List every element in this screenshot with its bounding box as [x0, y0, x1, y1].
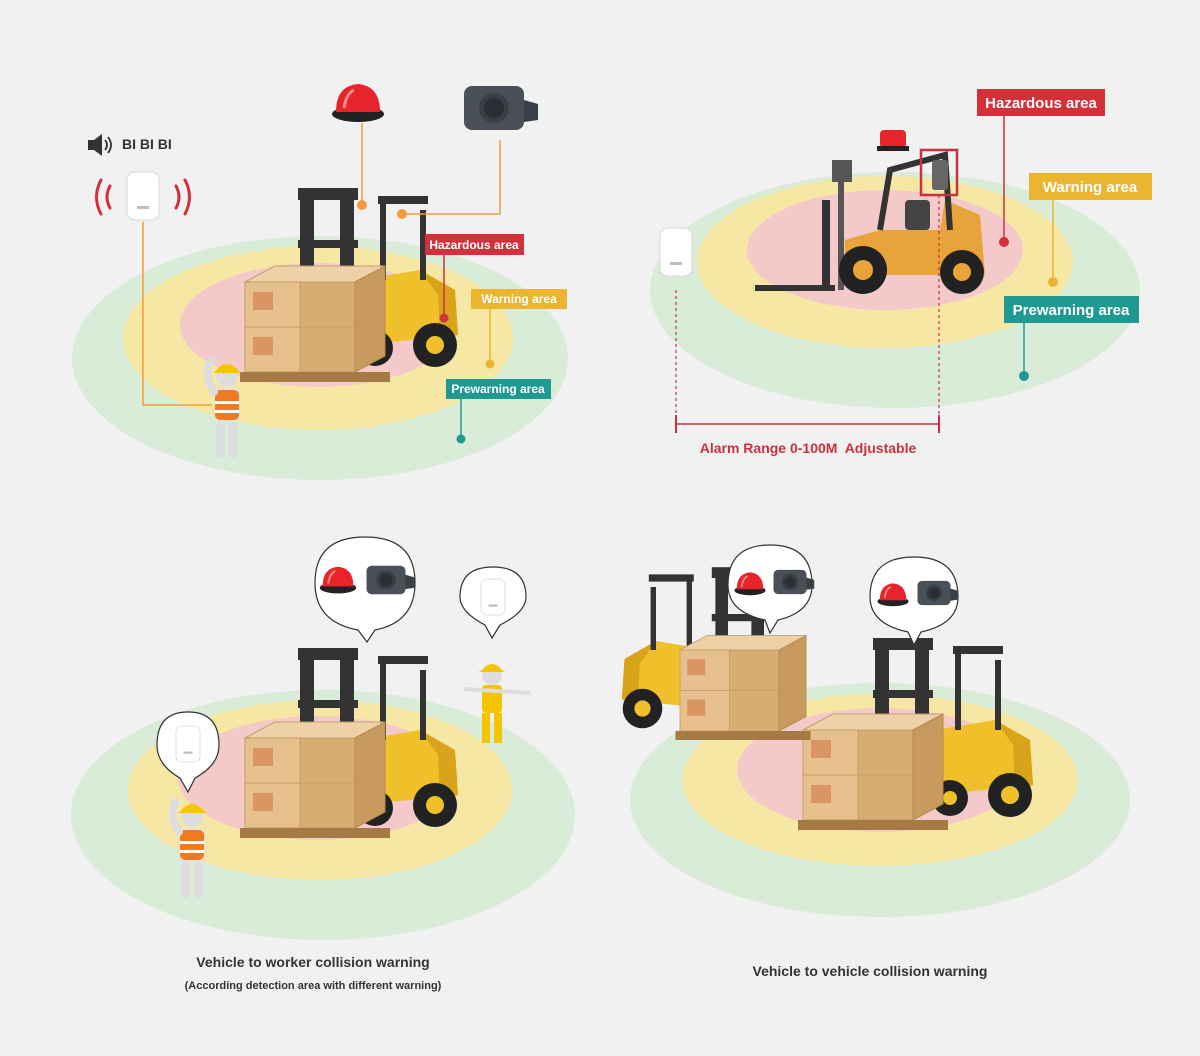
alarm-range-label: Alarm Range 0-100M Adjustable [700, 440, 917, 456]
hazard-area-label: Hazardous area [977, 89, 1105, 247]
alarm-beacon-icon [330, 82, 386, 124]
svg-text:Prewarning area: Prewarning area [1013, 302, 1130, 319]
cardboard-box-icon [675, 635, 811, 741]
wearable-tag-icon [659, 227, 693, 277]
subcaption: (According detection area with different… [185, 980, 442, 992]
cardboard-box-icon [239, 721, 391, 839]
speech-bubble-icon [727, 544, 813, 635]
cardboard-box-icon [797, 713, 949, 831]
speech-bubble-icon [314, 536, 416, 644]
svg-text:Hazardous area: Hazardous area [429, 238, 519, 252]
tag-leader [142, 222, 212, 406]
buzzer-icon [464, 86, 538, 130]
caption: Vehicle to vehicle collision warning [753, 963, 988, 979]
prewarning-area-label: Prewarning area [1004, 296, 1139, 381]
hazard-area-label: Hazardous area [425, 234, 524, 323]
buzzer-leader [402, 140, 501, 215]
wearable-tag-icon [480, 578, 506, 616]
panel-bottom-right: Vehicle to vehicle collision warning [621, 544, 1130, 979]
cardboard-box-icon [239, 265, 391, 383]
speech-bubble-icon [869, 556, 959, 647]
sound-label: BI BI BI [122, 136, 172, 152]
svg-text:Prewarning area: Prewarning area [451, 382, 545, 396]
warning-area-label: Warning area [471, 289, 567, 369]
wearable-tag-icon [175, 725, 201, 763]
caption: Vehicle to worker collision warning [196, 954, 429, 970]
signal-waves-icon [95, 178, 191, 216]
svg-text:Hazardous area: Hazardous area [985, 95, 1097, 112]
svg-text:Warning area: Warning area [1043, 179, 1138, 196]
wearable-tag-icon [126, 171, 160, 221]
forklift-icon [755, 130, 985, 294]
speaker-icon [88, 134, 112, 156]
svg-text:Warning area: Warning area [481, 292, 557, 306]
prewarning-area-label: Prewarning area [446, 379, 551, 444]
panel-bottom-left: Vehicle to worker collision warning (Acc… [71, 536, 575, 992]
panel-top-right: Alarm Range 0-100M Adjustable Hazardous … [650, 89, 1152, 456]
panel-top-left: BI BI BI Hazardous area Warning area Pre… [72, 82, 568, 480]
warning-area-label: Warning area [1029, 173, 1152, 287]
worker-icon [463, 664, 531, 743]
